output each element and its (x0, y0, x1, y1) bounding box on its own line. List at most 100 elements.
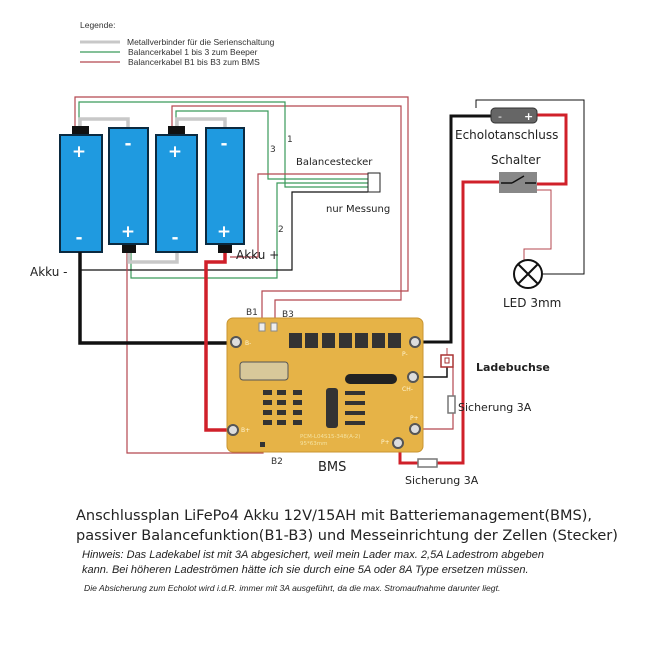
echolot-plus-label: + (524, 110, 533, 123)
b2-label: B2 (271, 457, 283, 467)
bms-resistors (263, 388, 365, 428)
balance-wire-b1 (74, 96, 409, 322)
bms-mosfets (289, 333, 401, 348)
cell-polarity: + (168, 142, 182, 162)
terminal-label: P+ (410, 415, 419, 422)
switch-body[interactable] (499, 172, 537, 193)
echolot-negative-wire (415, 114, 491, 344)
terminal-label: B+ (241, 427, 250, 434)
bms-pad-b3 (270, 322, 278, 332)
measure-wire-minus (80, 191, 368, 271)
series-connector (127, 252, 179, 264)
terminal-b-minus[interactable] (230, 336, 242, 348)
led-lamp-icon (513, 259, 543, 289)
legend: Legende: Metallverbinder für die Seriens… (80, 20, 275, 67)
akku-minus-label: Akku - (30, 265, 68, 279)
series-connectors (78, 117, 227, 264)
caption-line-2: passiver Balancefunktion(B1-B3) und Mess… (76, 528, 618, 544)
echolot-connector[interactable] (490, 107, 538, 124)
led-positive-wire (523, 189, 552, 260)
legend-item: Balancerkabel B1 bis B3 zum BMS (128, 57, 260, 67)
main-negative-wire (78, 252, 236, 345)
terminal-p-plus-2[interactable] (392, 437, 404, 449)
bms-board: PCM-L04S15-348(A-2) 95*63mm B- P- CH- P+… (226, 317, 424, 453)
wire-label-2: 2 (278, 225, 284, 235)
legend-item: Metallverbinder für die Serienschaltung (127, 37, 275, 47)
cell-polarity: - (75, 228, 82, 248)
echolot-label: Echolotanschluss (455, 128, 558, 142)
charge-socket[interactable] (440, 354, 454, 368)
power-wires (78, 99, 585, 465)
cell-4 (205, 127, 245, 245)
echolot-minus-label: - (498, 110, 502, 123)
cell-polarity: - (124, 134, 131, 154)
cell-polarity: + (217, 222, 231, 242)
caption-line-1: Anschlussplan LiFePo4 Akku 12V/15AH mit … (76, 508, 592, 524)
nur-messung-label: nur Messung (326, 204, 390, 215)
charge-positive-wire (415, 367, 454, 430)
bms-size: 95*63mm (300, 441, 327, 447)
balance-wire-3 (175, 110, 368, 180)
legend-item: Balancerkabel 1 bis 3 zum Beeper (128, 47, 258, 57)
hint-line-2: kann. Bei höheren Ladeströmen hätte ich … (82, 564, 529, 576)
balance-connector[interactable] (367, 172, 381, 193)
bms-pad-b2 (260, 442, 265, 447)
bms-pad-b1 (258, 322, 266, 332)
cell-terminal (218, 243, 232, 253)
terminal-label: B- (245, 340, 251, 347)
terminal-p-minus[interactable] (409, 336, 421, 348)
wire-label-3: 3 (270, 145, 276, 155)
bms-label: BMS (318, 460, 346, 475)
measure-wire-plus (230, 173, 368, 258)
bms-shunt (239, 361, 289, 381)
charge-negative-wire (413, 367, 448, 378)
akku-plus-label: Akku + (236, 248, 279, 262)
cell-terminal (168, 126, 185, 136)
bms-pcb (226, 317, 424, 453)
cell-polarity: - (220, 134, 227, 154)
cell-polarity: - (171, 228, 178, 248)
bms-component (345, 374, 397, 384)
fuse-charge-label: Sicherung 3A (458, 401, 532, 414)
b1-label: B1 (246, 308, 258, 318)
balancestecker-label: Balancestecker (296, 157, 373, 168)
led-label: LED 3mm (503, 296, 561, 310)
terminal-ch-minus[interactable] (407, 371, 419, 383)
led-negative-wire (475, 99, 585, 275)
cell-polarity: + (121, 222, 135, 242)
terminal-b-plus[interactable] (227, 424, 239, 436)
cell-polarity: + (72, 142, 86, 162)
balance-wire-b3 (171, 105, 402, 322)
cell-terminal (122, 243, 136, 253)
wire-label-1: 1 (287, 135, 293, 145)
ladebuchse-label: Ladebuchse (476, 361, 550, 374)
cell-3 (155, 134, 198, 253)
fuse-echolot (417, 458, 438, 468)
terminal-label: P+ (381, 439, 390, 446)
fuse-charge (447, 395, 456, 414)
balance-wire-1 (78, 101, 368, 188)
switch[interactable] (499, 172, 537, 193)
hint-line-3: Die Absicherung zum Echolot wird i.d.R. … (84, 583, 501, 593)
terminal-label: P- (402, 351, 408, 358)
terminal-p-plus[interactable] (409, 423, 421, 435)
cell-2 (108, 127, 149, 245)
cell-1 (59, 134, 103, 253)
legend-title: Legende: (80, 20, 115, 30)
echolot-positive-wire (537, 113, 568, 186)
balance-wires (74, 96, 409, 454)
battery-pack: + - - + + - - + (59, 126, 245, 253)
terminal-label: CH- (402, 386, 413, 393)
schalter-label: Schalter (491, 153, 541, 167)
series-connector (175, 117, 227, 128)
bms-silkscreen: PCM-L04S15-348(A-2) (300, 434, 360, 440)
switch-to-p-plus-wire (398, 180, 499, 465)
main-positive-wire (204, 253, 233, 432)
cell-terminal (72, 126, 89, 136)
hint-line-1: Hinweis: Das Ladekabel ist mit 3A abgesi… (82, 549, 545, 561)
fuse-echolot-label: Sicherung 3A (405, 474, 479, 487)
b3-label: B3 (282, 310, 294, 320)
series-connector (78, 117, 130, 128)
